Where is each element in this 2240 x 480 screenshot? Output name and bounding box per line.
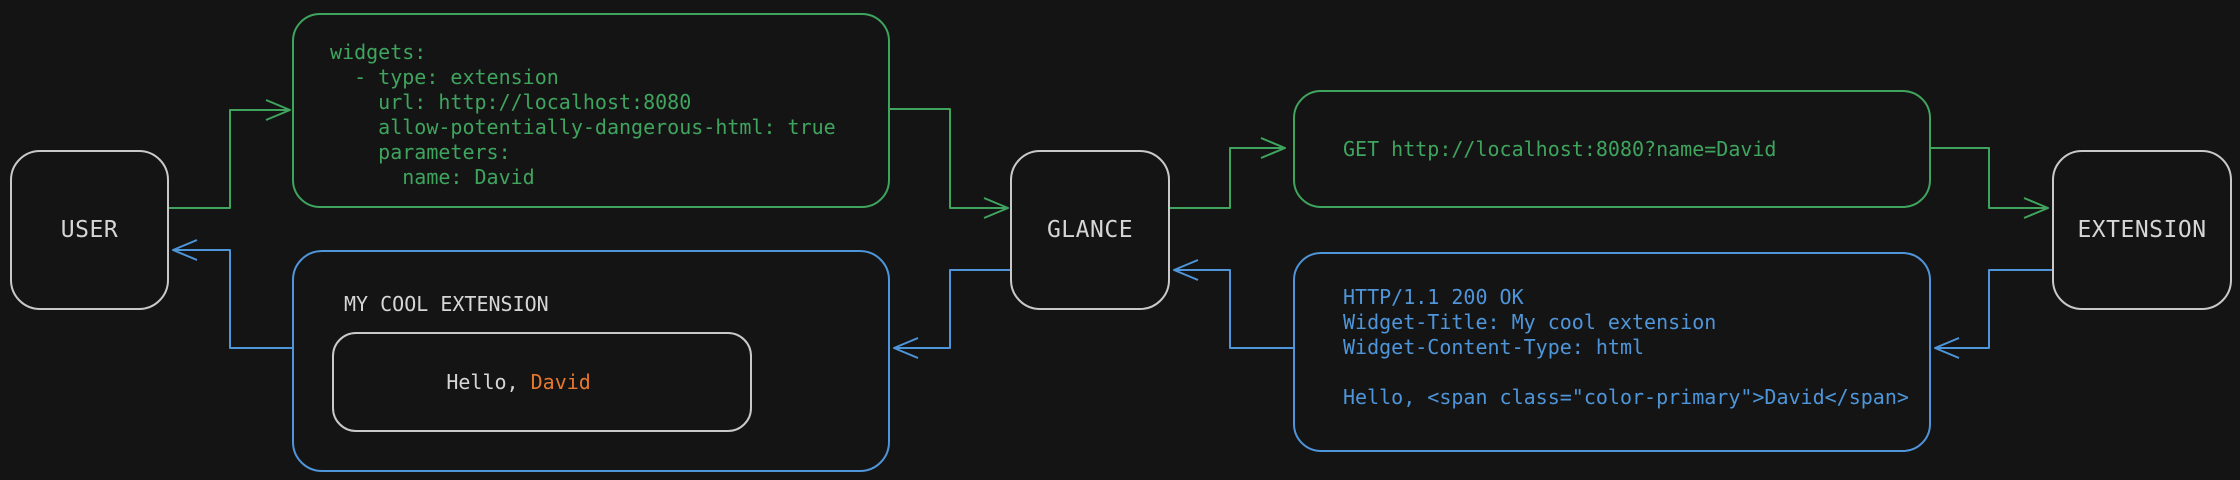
extension-node: EXTENSION: [2052, 150, 2232, 310]
widget-preview-title: MY COOL EXTENSION: [344, 292, 549, 316]
widget-greeting-box: Hello, David: [332, 332, 752, 432]
user-node-label: USER: [60, 217, 119, 243]
arrow-request-to-extension: [1931, 147, 2049, 219]
greeting-name-text: David: [530, 370, 591, 394]
extension-node-label: EXTENSION: [2077, 217, 2207, 243]
greeting-prefix-text: Hello,: [446, 370, 531, 394]
arrow-glance-to-widget: [893, 269, 1010, 359]
arrow-widget-to-user: [172, 239, 292, 349]
arrow-extension-to-response: [1934, 269, 2052, 359]
user-node: USER: [10, 150, 169, 310]
http-request-box: GET http://localhost:8080?name=David: [1293, 90, 1931, 208]
config-yaml-code: widgets: - type: extension url: http://l…: [330, 40, 836, 189]
arrow-user-to-config: [169, 99, 291, 209]
glance-node-label: GLANCE: [1046, 217, 1134, 243]
arrow-config-to-glance: [890, 108, 1009, 219]
http-response-code: HTTP/1.1 200 OK Widget-Title: My cool ex…: [1343, 285, 1909, 409]
http-response-box: HTTP/1.1 200 OK Widget-Title: My cool ex…: [1293, 252, 1931, 452]
config-yaml-box: widgets: - type: extension url: http://l…: [292, 13, 890, 208]
widget-preview-box: MY COOL EXTENSION Hello, David: [292, 250, 890, 472]
arrow-glance-to-request: [1170, 137, 1286, 209]
http-request-text: GET http://localhost:8080?name=David: [1343, 136, 1777, 161]
arrow-response-to-glance: [1173, 259, 1293, 349]
glance-node: GLANCE: [1010, 150, 1170, 310]
